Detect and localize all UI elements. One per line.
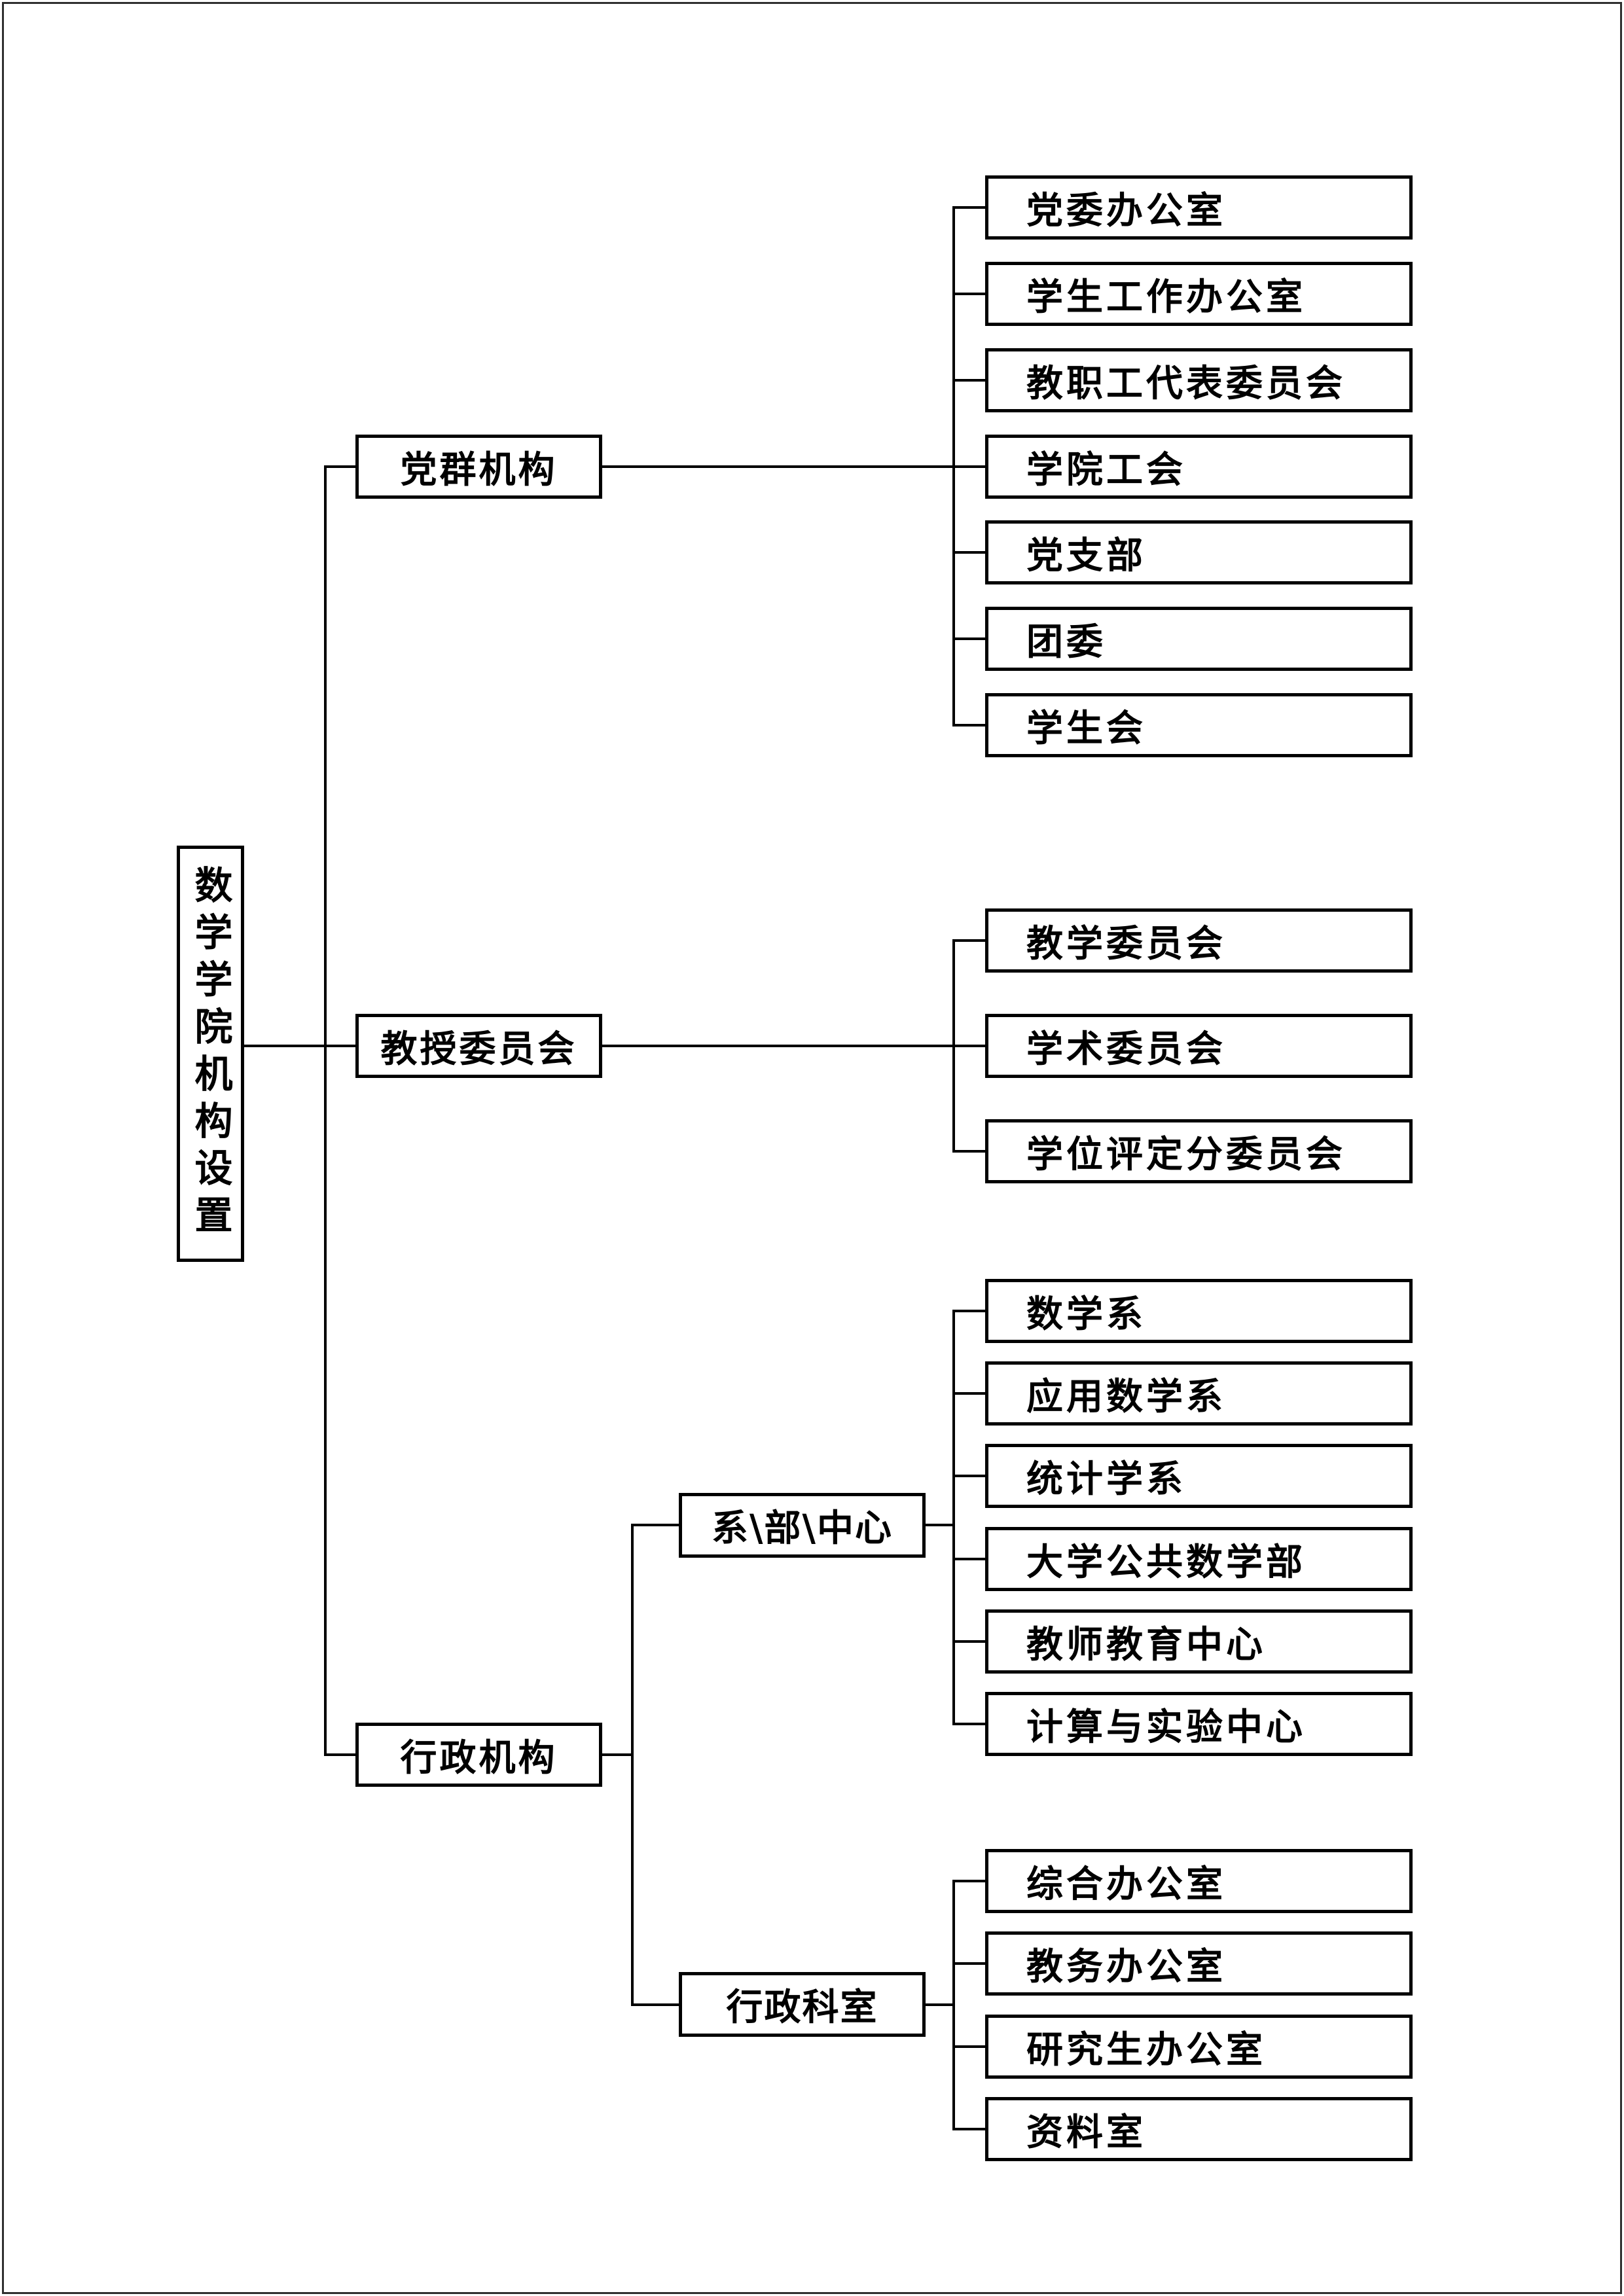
connector-stub <box>952 1558 985 1560</box>
leaf-node-academic-affairs-office: 教务办公室 <box>985 1931 1413 1996</box>
leaf-label: 计算与实验中心 <box>1026 1706 1306 1749</box>
branch-label: 党群机构 <box>400 448 558 492</box>
leaf-node-graduate-office: 研究生办公室 <box>985 2015 1413 2079</box>
connector-stub <box>952 465 985 468</box>
leaf-node-statistics-department: 统计学系 <box>985 1444 1413 1508</box>
connector-stub <box>952 1640 985 1643</box>
group-label: 系\部\中心 <box>712 1507 893 1550</box>
connector-group2-horizontal <box>925 2003 955 2006</box>
leaf-label: 学生工作办公室 <box>1026 276 1306 319</box>
connector-stub <box>952 724 985 726</box>
leaf-node-party-committee-office: 党委办公室 <box>985 175 1413 240</box>
connector-stub <box>952 293 985 295</box>
connector-stub <box>952 1150 985 1153</box>
leaf-node-applied-math-department: 应用数学系 <box>985 1361 1413 1426</box>
leaf-node-student-affairs-office: 学生工作办公室 <box>985 262 1413 326</box>
leaf-node-math-department: 数学系 <box>985 1279 1413 1343</box>
connector-group2-trunk <box>952 1880 955 2130</box>
connector-to-branch1 <box>324 465 355 468</box>
group-label: 行政科室 <box>726 1986 878 2029</box>
group-node-admin-offices: 行政科室 <box>679 1972 926 2037</box>
connector-root-horizontal <box>244 1045 357 1047</box>
leaf-label: 学院工会 <box>1026 448 1186 492</box>
leaf-label: 研究生办公室 <box>1026 2028 1266 2072</box>
leaf-node-student-union: 学生会 <box>985 693 1413 757</box>
leaf-label: 党支部 <box>1026 534 1146 577</box>
connector-stub <box>952 1045 985 1047</box>
leaf-label: 统计学系 <box>1026 1458 1186 1501</box>
connector-stub <box>952 1962 985 1965</box>
connector-stub <box>952 1723 985 1725</box>
connector-group1-trunk <box>952 1310 955 1725</box>
leaf-node-teaching-committee: 教学委员会 <box>985 908 1413 973</box>
leaf-node-academic-committee: 学术委员会 <box>985 1014 1413 1078</box>
leaf-node-computing-experiment-center: 计算与实验中心 <box>985 1692 1413 1756</box>
leaf-label: 党委办公室 <box>1026 189 1226 232</box>
connector-stub <box>952 2128 985 2130</box>
connector-stub <box>952 637 985 640</box>
branch-label: 教授委员会 <box>380 1028 577 1071</box>
root-node-label: 数学学院机构设置 <box>188 865 233 1242</box>
leaf-node-college-union: 学院工会 <box>985 435 1413 499</box>
root-node-math-school: 数学学院机构设置 <box>177 846 244 1262</box>
leaf-node-staff-representative-cmte: 教职工代表委员会 <box>985 348 1413 412</box>
connector-stub <box>952 1310 985 1312</box>
leaf-node-reference-room: 资料室 <box>985 2097 1413 2161</box>
connector-stub <box>952 206 985 209</box>
leaf-label: 学位评定分委员会 <box>1026 1133 1346 1176</box>
connector-to-group2 <box>631 2003 679 2006</box>
leaf-node-degree-subcommittee: 学位评定分委员会 <box>985 1119 1413 1183</box>
leaf-label: 资料室 <box>1026 2111 1146 2154</box>
connector-to-branch3 <box>324 1753 355 1756</box>
leaf-label: 教职工代表委员会 <box>1026 362 1346 405</box>
leaf-node-public-math-division: 大学公共数学部 <box>985 1527 1413 1591</box>
leaf-label: 教务办公室 <box>1026 1945 1226 1988</box>
leaf-label: 教学委员会 <box>1026 922 1226 965</box>
leaf-node-general-office: 综合办公室 <box>985 1849 1413 1913</box>
leaf-label: 大学公共数学部 <box>1026 1541 1306 1584</box>
branch-node-admin-orgs: 行政机构 <box>355 1723 602 1787</box>
leaf-label: 团委 <box>1026 620 1106 664</box>
connector-main-trunk-vertical <box>324 465 327 1756</box>
group-node-departments-centers: 系\部\中心 <box>679 1493 926 1558</box>
leaf-label: 学术委员会 <box>1026 1028 1226 1071</box>
leaf-node-party-branch: 党支部 <box>985 520 1413 584</box>
branch-node-professor-committee: 教授委员会 <box>355 1014 602 1078</box>
leaf-node-teacher-education-center: 教师教育中心 <box>985 1609 1413 1674</box>
branch-node-party-mass-orgs: 党群机构 <box>355 435 602 499</box>
branch-label: 行政机构 <box>400 1736 558 1780</box>
connector-stub <box>952 1475 985 1477</box>
connector-to-group1 <box>631 1524 679 1526</box>
connector-stub <box>952 1880 985 1882</box>
leaf-label: 综合办公室 <box>1026 1863 1226 1906</box>
connector-stub <box>952 939 985 942</box>
connector-stub <box>952 379 985 382</box>
connector-branch3-trunk <box>631 1524 634 2006</box>
connector-group1-horizontal <box>925 1524 955 1526</box>
connector-branch2-horizontal <box>602 1045 955 1047</box>
leaf-label: 学生会 <box>1026 707 1146 750</box>
leaf-node-youth-league: 团委 <box>985 607 1413 671</box>
connector-stub <box>952 2045 985 2048</box>
leaf-label: 数学系 <box>1026 1293 1146 1336</box>
connector-branch1-horizontal <box>602 465 955 468</box>
connector-stub <box>952 1392 985 1395</box>
leaf-label: 应用数学系 <box>1026 1375 1226 1418</box>
connector-branch3-horizontal <box>602 1753 634 1756</box>
connector-stub <box>952 551 985 554</box>
leaf-label: 教师教育中心 <box>1026 1623 1266 1666</box>
